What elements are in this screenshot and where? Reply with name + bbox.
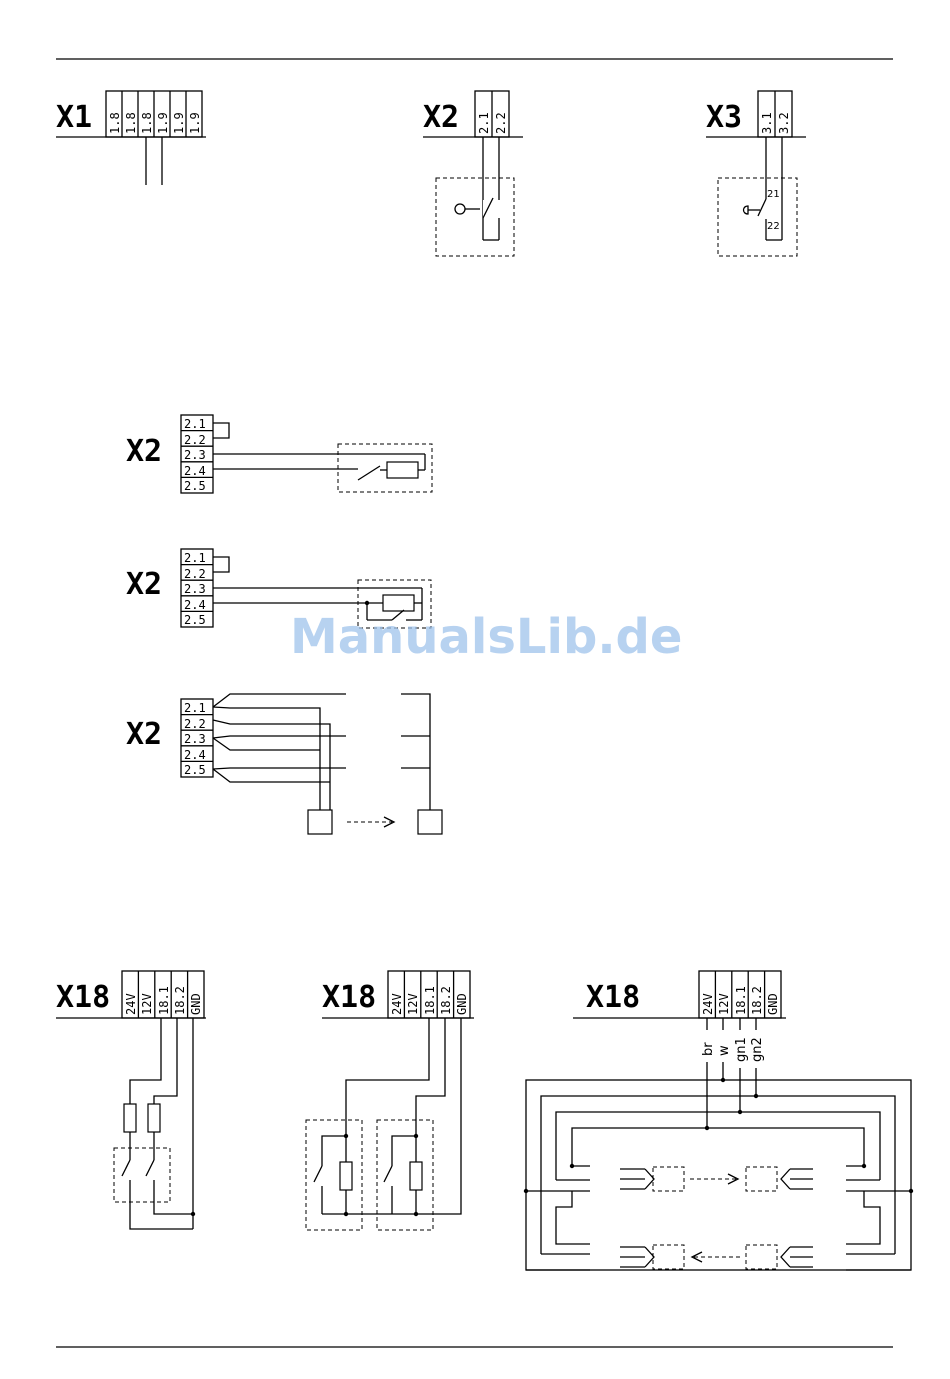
x2-row2-terminal: 2.1 (184, 551, 206, 565)
connector-x1: X1 1.8 1.8 1.8 1.9 1.9 1.9 (56, 91, 206, 185)
x3-contact-label: 22 (767, 221, 780, 232)
x2-row2-terminal: 2.2 (184, 567, 206, 581)
x18-2-terminal: GND (455, 993, 469, 1015)
x2-row1-terminal: 2.5 (184, 479, 206, 493)
x18-2-terminal: 24V (390, 993, 404, 1015)
x18-2-terminal: 18.2 (439, 986, 453, 1015)
x2-row3-terminal: 2.3 (184, 732, 206, 746)
x2-row2-terminal: 2.4 (184, 598, 206, 612)
x2-row3-terminal: 2.5 (184, 763, 206, 777)
x2-top-terminal: 2.1 (477, 112, 491, 134)
x18-3-terminal: 12V (717, 993, 731, 1015)
x2-row3-label: X2 (126, 717, 162, 752)
x2-top-contact-symbol (455, 204, 465, 214)
x18-3-terminal: 24V (701, 993, 715, 1015)
wire-color-label: br (701, 1042, 716, 1056)
x3-terminal: 3.1 (760, 112, 774, 134)
x2-row1-resistor (387, 462, 418, 478)
x2-row1-label: X2 (126, 434, 162, 469)
x2-row1-terminal: 2.1 (184, 417, 206, 431)
x18-1-terminal: 18.2 (173, 986, 187, 1015)
x2-row3-device-a (308, 810, 332, 834)
x2-row1-terminal: 2.2 (184, 433, 206, 447)
watermark: ManualsLib.de (290, 609, 682, 665)
x18-1-terminal: GND (189, 993, 203, 1015)
wire-color-label: gn2 (750, 1037, 765, 1062)
x1-terminal: 1.9 (172, 112, 186, 134)
x1-label: X1 (56, 100, 92, 135)
x2-row2-terminal: 2.3 (184, 582, 206, 596)
connector-x18-1: X18 24V 12V 18.1 18.2 GND (56, 971, 206, 1229)
connector-x18-2: X18 24V 12V 18.1 18.2 GND (306, 971, 474, 1230)
x18-1-terminal: 12V (140, 993, 154, 1015)
x18-2-label: X18 (322, 980, 376, 1015)
connector-x18-3: X18 24V 12V 18.1 18.2 GND br w gn1 gn2 (524, 971, 913, 1270)
x1-terminal: 1.8 (108, 112, 122, 134)
x1-terminal: 1.9 (156, 112, 170, 134)
x3-label: X3 (706, 100, 742, 135)
x18-3-label: X18 (586, 980, 640, 1015)
x2-row1-terminal: 2.3 (184, 448, 206, 462)
x3-contact-label: 21 (767, 189, 780, 200)
x18-2-resistor (340, 1162, 352, 1190)
x18-3-terminal: 18.1 (734, 986, 748, 1015)
x18-2-terminal: 12V (406, 993, 420, 1015)
connector-x3: X3 3.1 3.2 21 22 (706, 91, 806, 256)
x18-1-terminal: 18.1 (157, 986, 171, 1015)
connector-x2-row1: X2 2.1 2.2 2.3 2.4 2.5 (126, 415, 432, 493)
x2-row2-terminal: 2.5 (184, 613, 206, 627)
x2-row1-terminal: 2.4 (184, 464, 206, 478)
x18-1-resistor (124, 1104, 136, 1132)
x3-pushbutton-symbol (744, 206, 749, 214)
x18-1-terminal: 24V (124, 993, 138, 1015)
x18-3-device-upper-left (620, 1167, 684, 1191)
x18-3-device-lower-left (620, 1245, 684, 1269)
connector-x2-top: X2 2.1 2.2 (423, 91, 523, 256)
x2-row3-device-b (418, 810, 442, 834)
x1-terminal: 1.8 (140, 112, 154, 134)
x18-3-terminal: 18.2 (750, 986, 764, 1015)
x18-3-terminal: GND (766, 993, 780, 1015)
x3-terminal: 3.2 (777, 112, 791, 134)
x2-top-label: X2 (423, 100, 459, 135)
x2-top-terminal: 2.2 (494, 112, 508, 134)
x2-row2-label: X2 (126, 567, 162, 602)
x18-1-resistor (148, 1104, 160, 1132)
x18-2-terminal: 18.1 (423, 986, 437, 1015)
x2-top-device-box (436, 178, 514, 256)
wire-color-label: w (717, 1045, 732, 1056)
x18-1-label: X18 (56, 980, 110, 1015)
x2-row3-terminal: 2.1 (184, 701, 206, 715)
x2-row3-terminal: 2.2 (184, 717, 206, 731)
x18-3-device-upper-right (746, 1167, 813, 1191)
x3-device-box (718, 178, 797, 256)
connector-x2-row3: X2 2.1 2.2 2.3 2.4 2.5 (126, 694, 442, 834)
x18-2-resistor (410, 1162, 422, 1190)
x1-terminal: 1.8 (124, 112, 138, 134)
x18-3-device-lower-right (746, 1245, 813, 1269)
x2-row3-terminal: 2.4 (184, 748, 206, 762)
wire-color-label: gn1 (734, 1037, 749, 1062)
x1-terminal: 1.9 (188, 112, 202, 134)
